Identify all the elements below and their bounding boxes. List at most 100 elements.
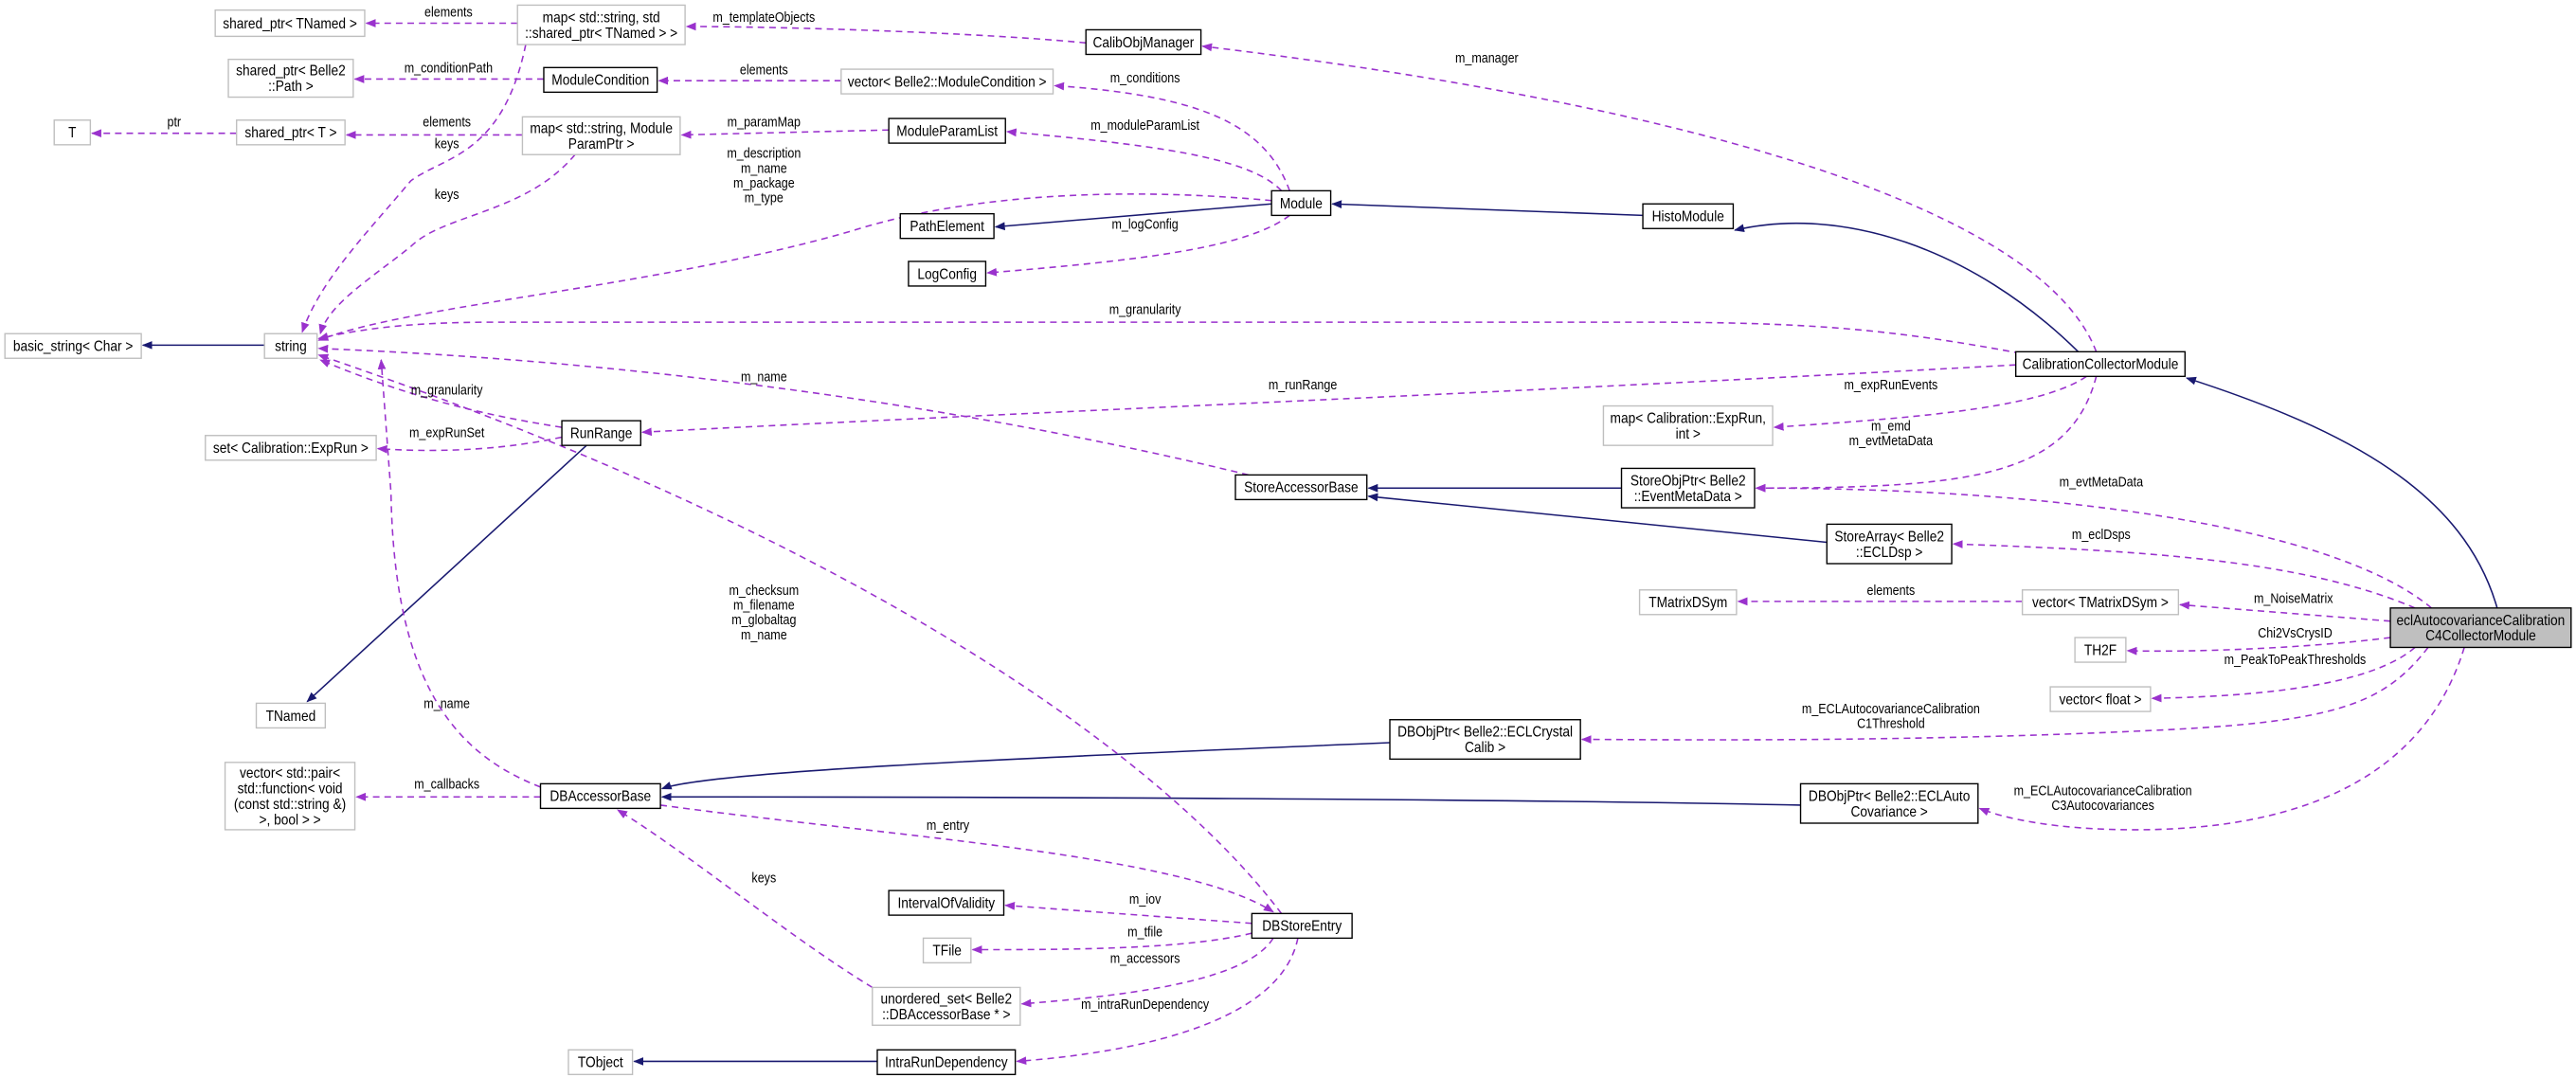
node-label: Covariance > [1851, 804, 1928, 820]
node-label: HistoModule [1652, 209, 1724, 225]
usage-arrow [617, 809, 874, 989]
class-node-map_tnamed[interactable]: map< std::string, std::shared_ptr< TName… [516, 4, 686, 45]
edge-label: m_package [733, 176, 795, 191]
node-box [516, 4, 686, 45]
node-label: vector< std::pair< [240, 765, 340, 782]
edge-label: m_paramMap [728, 116, 801, 131]
class-node-calcollector[interactable]: CalibrationCollectorModule [2014, 350, 2186, 378]
inheritance-arrow [306, 444, 587, 703]
class-node-tmatrixdsym[interactable]: TMatrixDSym [1638, 589, 1738, 616]
class-node-vec_float[interactable]: vector< float > [2049, 686, 2152, 712]
node-label: TH2F [2084, 642, 2117, 658]
class-node-unordered[interactable]: unordered_set< Belle2::DBAccessorBase * … [872, 986, 1021, 1026]
class-node-vec_tmatrix[interactable]: vector< TMatrixDSym > [2021, 589, 2180, 616]
inheritance-arrow [1367, 493, 1828, 544]
edge-dbstore-to-unordered [1020, 937, 1274, 1008]
edge-label: m_name [741, 370, 787, 386]
edge-label: elements [424, 6, 473, 21]
class-node-shared_path[interactable]: shared_ptr< Belle2::Path > [227, 58, 354, 99]
edge-calcollector-to-histomodule [1734, 222, 2080, 352]
node-label: ::Path > [268, 79, 314, 95]
node-label: IntraRunDependency [885, 1055, 1008, 1071]
class-node-dbaccbase[interactable]: DBAccessorBase [539, 782, 661, 810]
edge-label: m_evtMetaData [2060, 476, 2144, 491]
class-node-tfile[interactable]: TFile [922, 937, 972, 964]
usage-arrow [1978, 647, 2465, 831]
edge-label: m_type [745, 191, 784, 207]
node-box [2049, 686, 2152, 712]
edge-label: m_entry [927, 818, 970, 834]
class-node-set_exprun[interactable]: set< Calibration::ExpRun > [205, 435, 377, 461]
class-node-map_exprun[interactable]: map< Calibration::ExpRun,int > [1602, 404, 1774, 446]
node-label: ::ECLDsp > [1856, 545, 1923, 561]
class-node-vec_pair[interactable]: vector< std::pair<std::function< void(co… [224, 762, 356, 831]
edge-label: m_iov [1129, 892, 1162, 907]
usage-arrow [1201, 43, 2098, 352]
node-label: Module [1280, 196, 1323, 212]
node-box [567, 1049, 634, 1075]
node-box [1638, 589, 1738, 616]
class-node-intrarun[interactable]: IntraRunDependency [876, 1049, 1017, 1075]
class-node-runrange[interactable]: RunRange [561, 420, 641, 446]
inheritance-arrow [994, 203, 1272, 231]
class-node-pathelement[interactable]: PathElement [899, 212, 995, 240]
node-label: Calib > [1465, 740, 1505, 756]
edge-calcollector-to-storeobjptr [1755, 376, 2098, 493]
class-node-T[interactable]: T [53, 119, 92, 146]
node-label: TObject [578, 1055, 624, 1071]
node-box [205, 435, 377, 461]
node-label: std::function< void [238, 782, 343, 798]
node-label: set< Calibration::ExpRun > [213, 440, 369, 457]
class-node-shared_T[interactable]: shared_ptr< T > [236, 119, 346, 146]
usage-arrow [318, 153, 576, 335]
usage-arrow [685, 22, 1087, 45]
node-label: DBAccessorBase [549, 789, 651, 805]
node-label: shared_ptr< Belle2 [236, 63, 346, 80]
edge-dbstore-to-tfile [971, 932, 1252, 954]
class-node-calibobj[interactable]: CalibObjManager [1085, 28, 1202, 56]
class-node-tobject[interactable]: TObject [567, 1049, 634, 1075]
edge-calibobj-to-map_tnamed [685, 22, 1087, 45]
class-node-ecl[interactable]: eclAutocovarianceCalibrationC4CollectorM… [2389, 607, 2572, 649]
class-node-histomodule[interactable]: HistoModule [1642, 203, 1735, 229]
class-node-module[interactable]: Module [1270, 189, 1332, 217]
usage-arrow [376, 436, 563, 454]
edge-ecl-to-th2f [2126, 637, 2391, 656]
edge-label: elements [1866, 584, 1915, 599]
class-node-iov[interactable]: IntervalOfValidity [888, 889, 1005, 916]
class-node-dbstore[interactable]: DBStoreEntry [1251, 912, 1353, 940]
node-box [876, 1049, 1017, 1075]
edge-runrange-to-set_exprun [376, 436, 563, 454]
class-node-string[interactable]: string [263, 332, 318, 359]
node-box [872, 986, 1021, 1026]
class-node-vec_modcond[interactable]: vector< Belle2::ModuleCondition > [840, 68, 1054, 95]
node-box [1799, 782, 1979, 824]
edge-label: m_name [741, 161, 787, 176]
edge-calcollector-to-map_exprun [1773, 375, 2087, 431]
class-node-shared_tnamed[interactable]: shared_ptr< TNamed > [214, 9, 366, 38]
edge-label: m_description [727, 147, 801, 162]
class-node-th2f[interactable]: TH2F [2074, 637, 2127, 663]
edge-label: m_NoiseMatrix [2254, 592, 2333, 607]
class-node-modparamlist[interactable]: ModuleParamList [888, 117, 1006, 144]
nodes-layer: shared_ptr< TNamed > map< std::string, st… [4, 4, 2572, 1075]
class-node-tnamed[interactable]: TNamed [255, 702, 327, 729]
node-label: StoreObjPtr< Belle2 [1630, 473, 1746, 489]
class-node-modcond[interactable]: ModuleCondition [543, 66, 658, 94]
class-node-storeaccbase[interactable]: StoreAccessorBase [1234, 474, 1368, 501]
class-node-storeobjptr[interactable]: StoreObjPtr< Belle2::EventMetaData > [1620, 467, 1756, 509]
class-node-basic_string[interactable]: basic_string< Char > [4, 332, 142, 359]
edge-calcollector-to-calibobj [1201, 43, 2098, 352]
class-node-logconfig[interactable]: LogConfig [908, 261, 987, 287]
node-label: ::DBAccessorBase * > [882, 1007, 1011, 1023]
class-node-storearray[interactable]: StoreArray< Belle2::ECLDsp > [1826, 523, 1953, 565]
usage-arrow [301, 44, 527, 333]
node-label: StoreAccessorBase [1244, 480, 1359, 496]
node-box [840, 68, 1054, 95]
usage-arrow [1054, 81, 1290, 191]
